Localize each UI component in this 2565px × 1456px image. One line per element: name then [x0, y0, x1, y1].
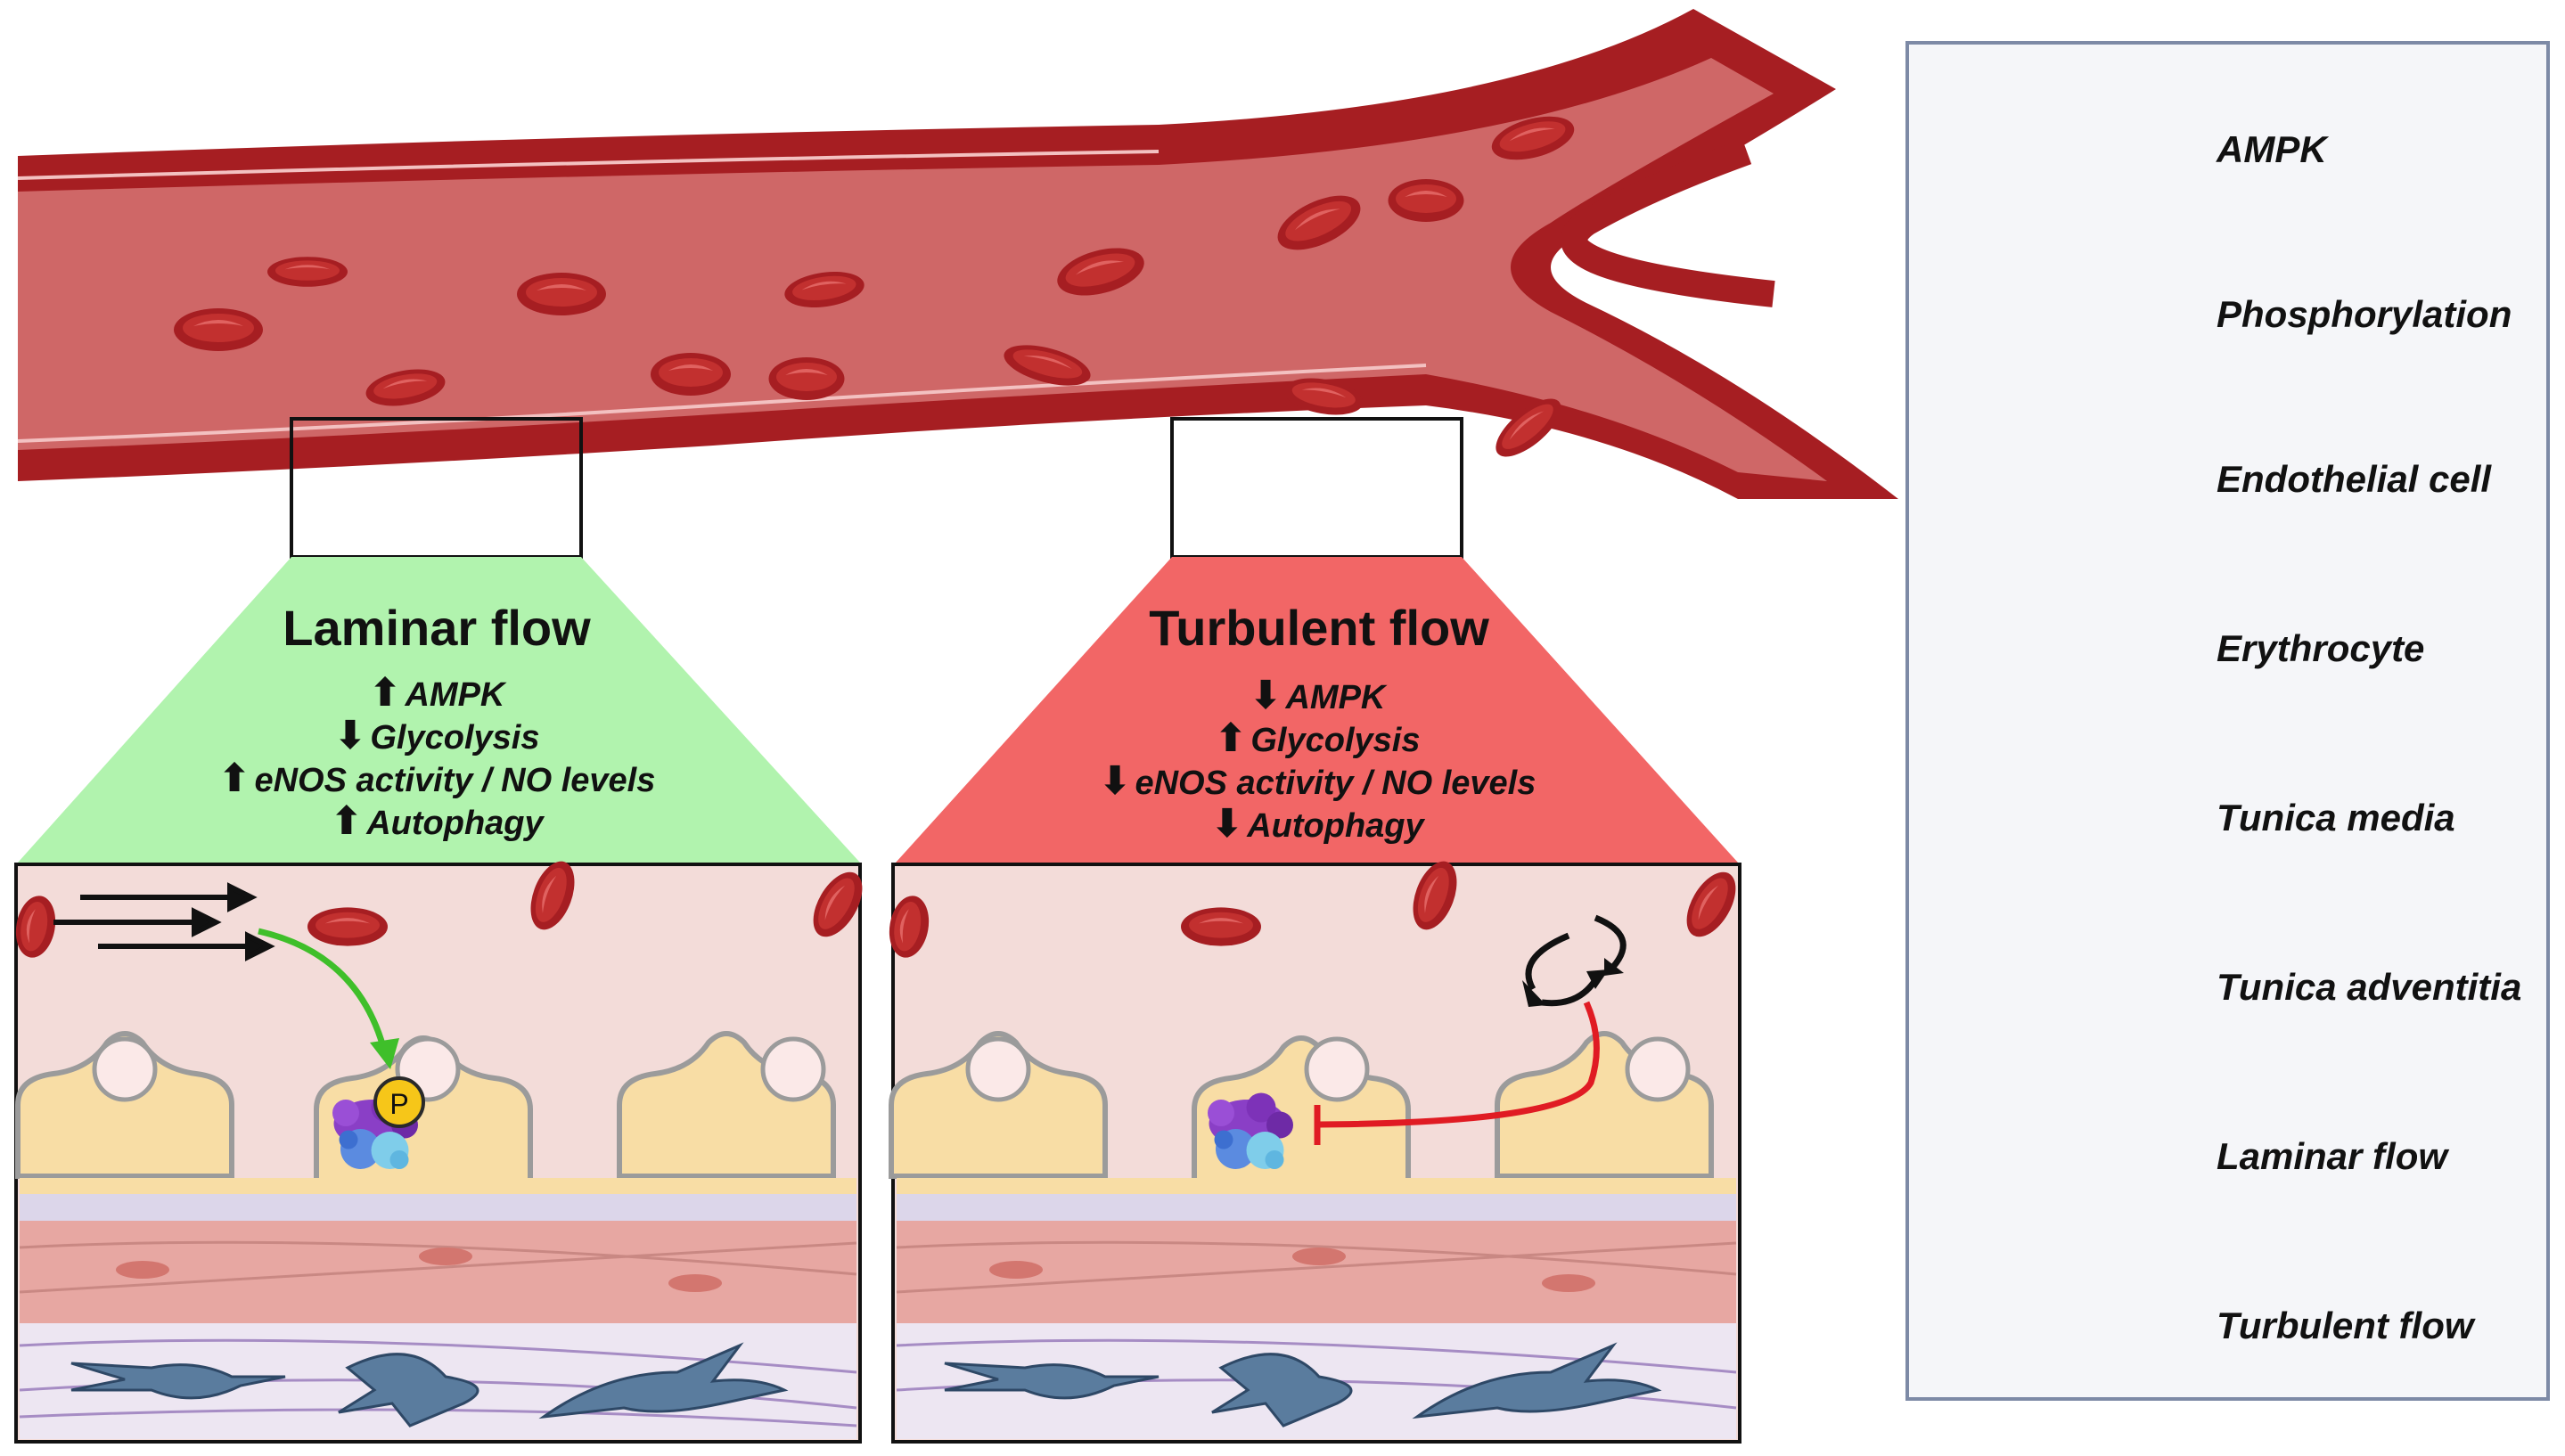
turbulent-title: Turbulent flow — [1149, 600, 1489, 656]
effect-text: Glycolysis — [1250, 722, 1421, 759]
legend-label: Erythrocyte — [2217, 627, 2425, 669]
legend-item-tunica-media: Tunica media — [1909, 743, 2546, 904]
laminar-effect-4: ⬆Autophagy — [169, 798, 704, 844]
turbulent-effect-3: ⬇eNOS activity / NO levels — [1050, 758, 1585, 804]
down-arrow-icon: ⬇ — [1098, 759, 1132, 803]
legend-label: Tunica adventitia — [2217, 966, 2522, 1008]
laminar-zoom-trapezoid — [18, 557, 860, 863]
laminar-effect-3: ⬆eNOS activity / NO levels — [169, 756, 704, 801]
effect-text: Autophagy — [366, 805, 544, 842]
activation-arrow — [258, 928, 387, 1048]
phosphorylation-icon — [1936, 240, 2203, 400]
legend-label: Endothelial cell — [2217, 458, 2492, 500]
effect-text: Autophagy — [1247, 807, 1424, 845]
legend-item-ampk: AMPK — [1909, 75, 2546, 235]
turbulent-zoom-trapezoid — [896, 557, 1738, 863]
effect-text: eNOS activity / NO levels — [254, 762, 656, 799]
turbulent-panel — [884, 855, 1746, 1444]
laminar-effect-1: ⬆AMPK — [169, 670, 704, 716]
laminar-panel: P — [11, 855, 873, 1444]
effect-text: Glycolysis — [370, 719, 540, 757]
legend-item-laminar-flow: Laminar flow — [1909, 1082, 2546, 1242]
laminar-effect-2: ⬇Glycolysis — [169, 713, 704, 758]
up-arrow-icon: ⬆ — [368, 671, 402, 715]
legend-label: AMPK — [2217, 128, 2327, 170]
effect-text: AMPK — [1285, 679, 1386, 716]
legend-item-turbulent-flow: Turbulent flow — [1909, 1251, 2546, 1411]
legend-label: Phosphorylation — [2217, 293, 2512, 335]
tunica-adventitia-icon — [1936, 912, 2203, 1073]
effect-text: eNOS activity / NO levels — [1135, 765, 1537, 802]
legend-item-endothelial-cell: Endothelial cell — [1909, 405, 2546, 565]
legend-item-phosphorylation: Phosphorylation — [1909, 240, 2546, 400]
ampk-icon — [1936, 75, 2203, 235]
down-arrow-icon: ⬇ — [333, 714, 367, 757]
laminar-title: Laminar flow — [283, 600, 591, 656]
effect-text: AMPK — [405, 676, 505, 714]
inhibition-line — [1318, 1001, 1600, 1128]
turbulent-flow-icon — [1936, 1251, 2203, 1411]
turbulent-flow-arrows — [1525, 914, 1627, 1007]
up-arrow-icon: ⬆ — [1214, 716, 1248, 760]
erythrocyte-icon — [1936, 574, 2203, 734]
up-arrow-icon: ⬆ — [217, 757, 251, 800]
down-arrow-icon: ⬇ — [1210, 802, 1244, 846]
legend-item-tunica-adventitia: Tunica adventitia — [1909, 912, 2546, 1073]
legend-item-erythrocyte: Erythrocyte — [1909, 574, 2546, 734]
legend-label: Laminar flow — [2217, 1135, 2448, 1177]
phospho-letter: P — [389, 1088, 408, 1120]
turbulent-effect-2: ⬆Glycolysis — [1050, 716, 1585, 761]
turbulent-effect-4: ⬇Autophagy — [1050, 801, 1585, 847]
tunica-media-icon — [1936, 743, 2203, 904]
laminar-flow-arrows — [53, 882, 275, 961]
endothelial-cell-icon — [1936, 405, 2203, 565]
laminar-flow-icon — [1936, 1082, 2203, 1242]
legend-label: Tunica media — [2217, 797, 2455, 838]
up-arrow-icon: ⬆ — [330, 799, 364, 843]
legend-label: Turbulent flow — [2217, 1305, 2474, 1346]
turbulent-region-box — [1170, 417, 1463, 559]
down-arrow-icon: ⬇ — [1249, 674, 1282, 717]
blood-vessel — [17, 9, 1898, 499]
turbulent-effect-1: ⬇AMPK — [1050, 673, 1585, 718]
